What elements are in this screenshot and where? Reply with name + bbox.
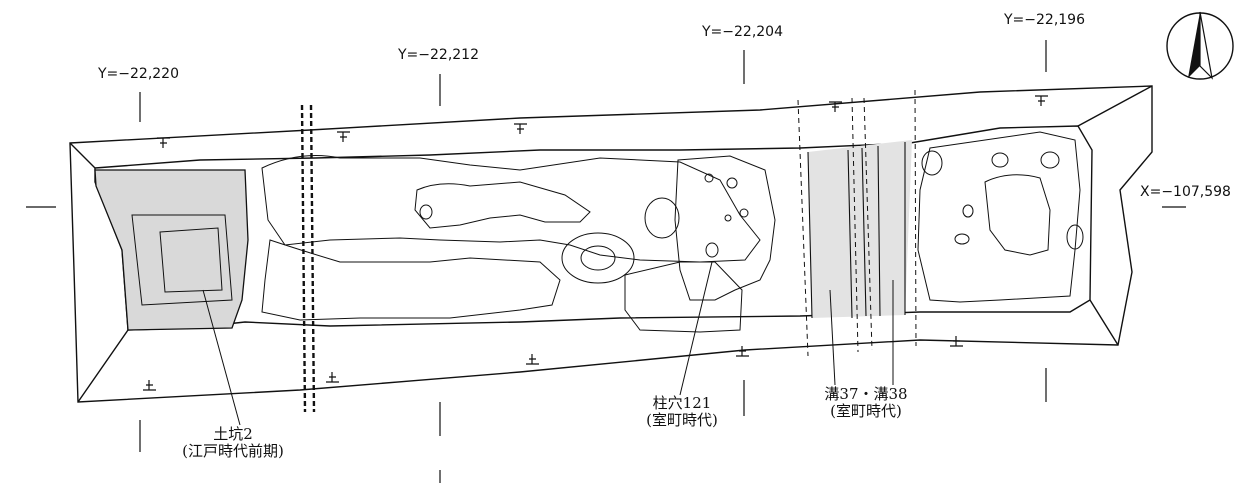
posthole121-period: (室町時代) bbox=[646, 411, 718, 429]
trench-outline bbox=[69, 85, 1153, 403]
coord-y-22212: Y=−22,212 bbox=[398, 47, 479, 63]
coord-y-22204: Y=−22,204 bbox=[702, 24, 783, 40]
pit2-area bbox=[94, 169, 249, 331]
pit2-period: (江戸時代前期) bbox=[182, 442, 284, 460]
posthole121-name: 柱穴121 bbox=[652, 394, 712, 412]
slope-hachure-icon bbox=[143, 95, 1048, 391]
ditches-period: (室町時代) bbox=[830, 402, 902, 420]
posthole121-caption: 柱穴121 (室町時代) bbox=[622, 395, 742, 429]
ditch-area bbox=[808, 140, 912, 318]
north-arrow-icon bbox=[1166, 11, 1234, 80]
ditches-name: 溝37・溝38 bbox=[824, 385, 908, 403]
ditches-caption: 溝37・溝38 (室町時代) bbox=[806, 386, 926, 420]
coord-y-22220: Y=−22,220 bbox=[98, 66, 179, 82]
pit2-caption: 土坑2 (江戸時代前期) bbox=[148, 426, 318, 460]
coord-y-22196: Y=−22,196 bbox=[1004, 12, 1085, 28]
coord-x-107598: X=−107,598 bbox=[1140, 184, 1231, 200]
pit2-name: 土坑2 bbox=[213, 425, 253, 443]
pit-round bbox=[561, 232, 635, 284]
